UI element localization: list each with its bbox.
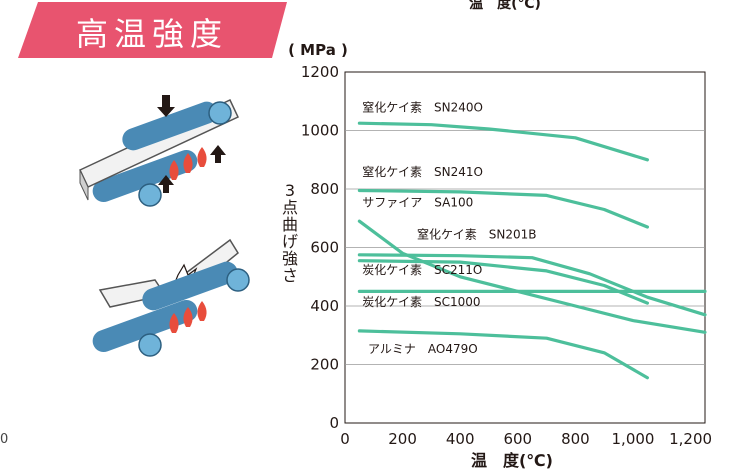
y-axis-title-char: 強 bbox=[282, 249, 298, 268]
series-line bbox=[357, 329, 649, 380]
series-label: 窒化ケイ素 SN241O bbox=[362, 164, 483, 179]
flame-icon bbox=[169, 313, 179, 333]
series-label: サファイア SA100 bbox=[362, 196, 473, 210]
series-label: 窒化ケイ素 SN240O bbox=[362, 99, 483, 114]
arrow-up-icon bbox=[158, 175, 174, 193]
arrow-up-icon bbox=[210, 145, 226, 163]
flame-icon bbox=[169, 160, 179, 180]
x-tick-label: 600 bbox=[503, 430, 532, 448]
y-tick-label: 400 bbox=[310, 297, 339, 315]
series-line bbox=[357, 253, 707, 317]
y-tick-label: 800 bbox=[310, 180, 339, 198]
y-axis-title-char: 点 bbox=[282, 198, 298, 217]
x-tick-label: 1,200 bbox=[669, 430, 712, 448]
x-tick-label: 200 bbox=[388, 430, 417, 448]
flame-icon bbox=[183, 307, 193, 327]
y-axis-title-char: 3 bbox=[285, 181, 295, 200]
series-label: 炭化ケイ素 SC1000 bbox=[362, 295, 480, 309]
series-label: アルミナ AO479O bbox=[368, 342, 478, 356]
bending-test-illustration bbox=[79, 95, 250, 357]
banner-title: 高温強度 bbox=[76, 15, 228, 53]
x-tick-label: 0 bbox=[340, 430, 350, 448]
y-tick-label: 0 bbox=[329, 414, 339, 432]
series-label: 窒化ケイ素 SN201B bbox=[417, 227, 537, 242]
y-axis-title-char: 曲 bbox=[282, 215, 298, 234]
y-axis-title-char: げ bbox=[282, 232, 298, 251]
y-tick-label: 1200 bbox=[301, 63, 339, 81]
fractured-specimen-illustration bbox=[92, 238, 250, 357]
y-tick-label: 200 bbox=[310, 356, 339, 374]
y-tick-label: 1000 bbox=[301, 122, 339, 140]
series-label: 炭化ケイ素 SC211O bbox=[362, 263, 482, 277]
y-unit-label: ( MPa ) bbox=[288, 41, 348, 59]
x-tick-label: 1,000 bbox=[612, 430, 655, 448]
flame-icon bbox=[197, 147, 207, 167]
flame-icon bbox=[183, 153, 193, 173]
top-caption: 温 度(℃) bbox=[469, 0, 541, 12]
x-axis-title: 温 度(℃) bbox=[470, 451, 553, 470]
series-line bbox=[357, 188, 649, 229]
intact-specimen-illustration bbox=[79, 95, 239, 207]
arrow-down-icon bbox=[157, 95, 175, 117]
y-tick-label: 600 bbox=[310, 239, 339, 257]
series-line bbox=[357, 121, 649, 162]
x-tick-label: 400 bbox=[446, 430, 475, 448]
left-edge-label: 0 bbox=[0, 432, 9, 447]
y-axis-title-char: さ bbox=[282, 266, 298, 285]
banner-background bbox=[18, 2, 287, 58]
x-tick-label: 800 bbox=[561, 430, 590, 448]
flame-icon bbox=[197, 301, 207, 321]
